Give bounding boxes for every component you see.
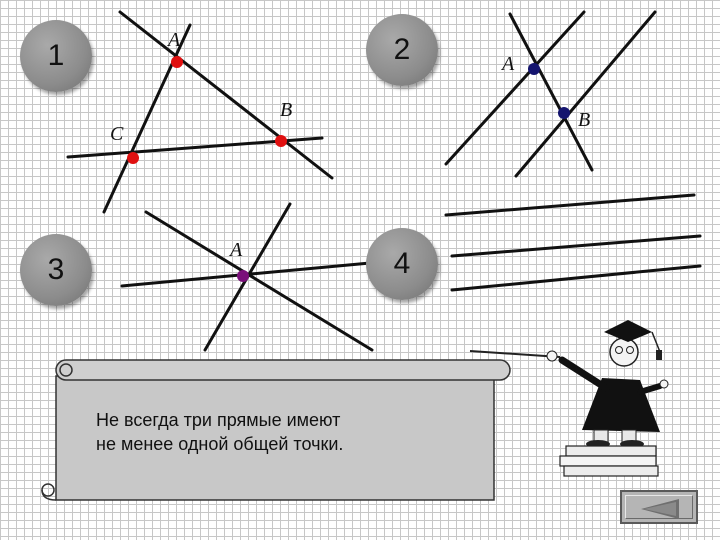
line-left-panel2 <box>444 10 586 166</box>
line-transversal-panel2 <box>508 12 594 172</box>
point-A-panel1 <box>171 56 183 68</box>
panel-2-lines <box>444 10 657 178</box>
label-A-panel3: A <box>230 239 243 261</box>
label-A-panel2: A <box>502 53 515 75</box>
back-button-bevel <box>625 495 693 519</box>
line-bottom-panel4 <box>450 264 702 292</box>
panel-4-lines <box>444 193 702 292</box>
line-middle-panel4 <box>450 234 702 258</box>
label-A-panel1: A <box>168 29 181 51</box>
label-B-panel1: B <box>280 99 293 121</box>
panel-2-points <box>528 63 570 119</box>
professor-figure <box>469 320 669 477</box>
back-button[interactable] <box>620 490 698 524</box>
panel-4-number: 4 <box>366 228 438 300</box>
line-descending-panel3 <box>144 210 374 352</box>
back-arrow-icon <box>641 499 679 519</box>
panel-1-number: 1 <box>20 20 92 92</box>
scroll-banner <box>41 359 511 501</box>
point-A-panel3 <box>237 270 249 282</box>
point-B-panel2 <box>558 107 570 119</box>
panel-1-lines <box>66 10 334 214</box>
label-B-panel2: B <box>578 109 591 131</box>
scroll-line-2: не менее одной общей точки. <box>96 434 344 454</box>
panel-2-number: 2 <box>366 14 438 86</box>
point-A-panel2 <box>528 63 540 75</box>
line-AC-panel1 <box>102 23 192 214</box>
line-right-panel2 <box>514 10 657 178</box>
point-B-panel1 <box>275 135 287 147</box>
line-AB-panel1 <box>118 10 334 180</box>
panel-3-number: 3 <box>20 234 92 306</box>
scroll-line-1: Не всегда три прямые имеют <box>96 410 341 430</box>
point-C-panel1 <box>127 152 139 164</box>
label-C-panel1: C <box>110 123 124 145</box>
scroll-text: Не всегда три прямые имеют не менее одно… <box>96 408 476 456</box>
panel-1-points <box>127 56 287 164</box>
line-top-panel4 <box>444 193 696 217</box>
